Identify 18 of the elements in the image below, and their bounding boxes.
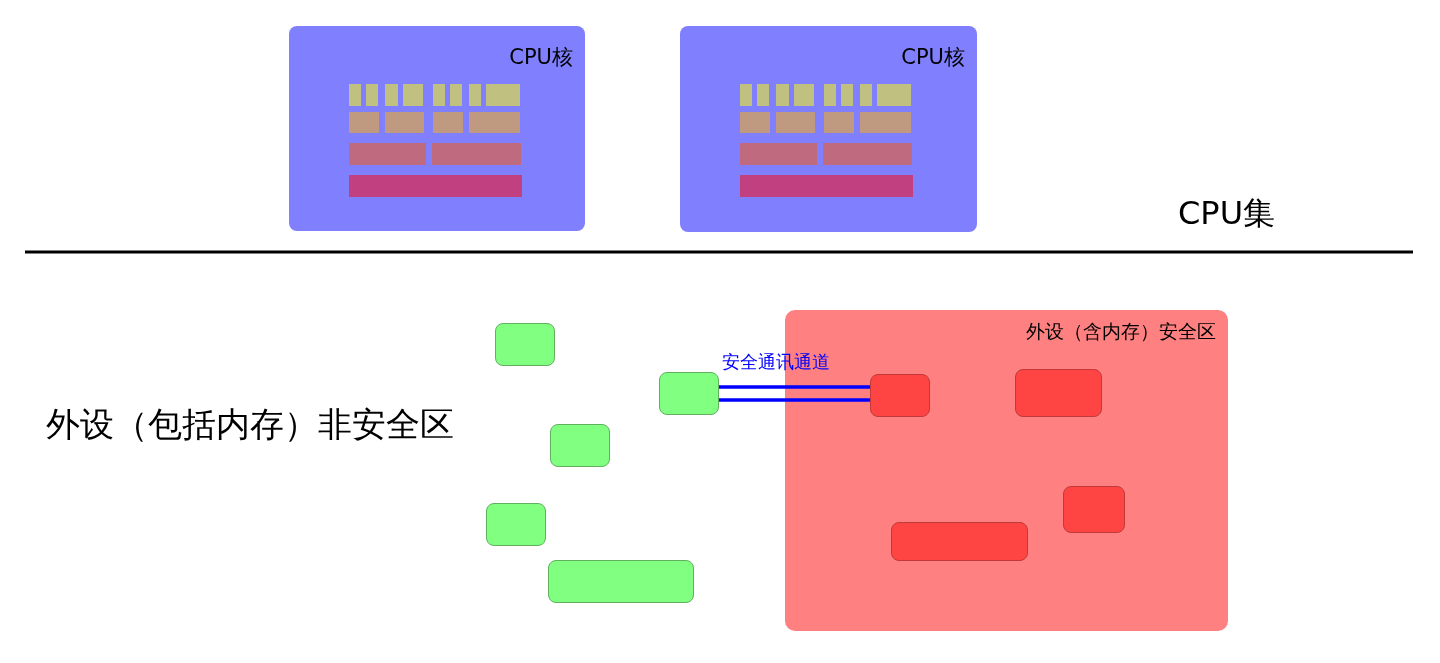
- cpu-core-box: [289, 26, 585, 231]
- cpu-core-box: [680, 26, 977, 232]
- edge-label: 安全通讯通道: [722, 349, 830, 374]
- set-title: CPU集: [1178, 193, 1276, 234]
- secure-device-box: [1015, 369, 1102, 417]
- secure-device-box: [870, 374, 930, 417]
- device-box: [550, 424, 610, 467]
- device-box: [486, 503, 546, 546]
- core-title: CPU核: [901, 44, 965, 71]
- device-box: [495, 323, 555, 366]
- zone-title: 外设（含内存）安全区: [1026, 319, 1216, 344]
- device-box: [659, 372, 719, 415]
- core-title: CPU核: [509, 44, 573, 71]
- zone-title: 外设（包括内存）非安全区: [46, 403, 454, 446]
- channel-line: [717, 385, 872, 402]
- device-box: [548, 560, 694, 603]
- secure-device-box: [891, 522, 1028, 561]
- secure-device-box: [1063, 486, 1125, 533]
